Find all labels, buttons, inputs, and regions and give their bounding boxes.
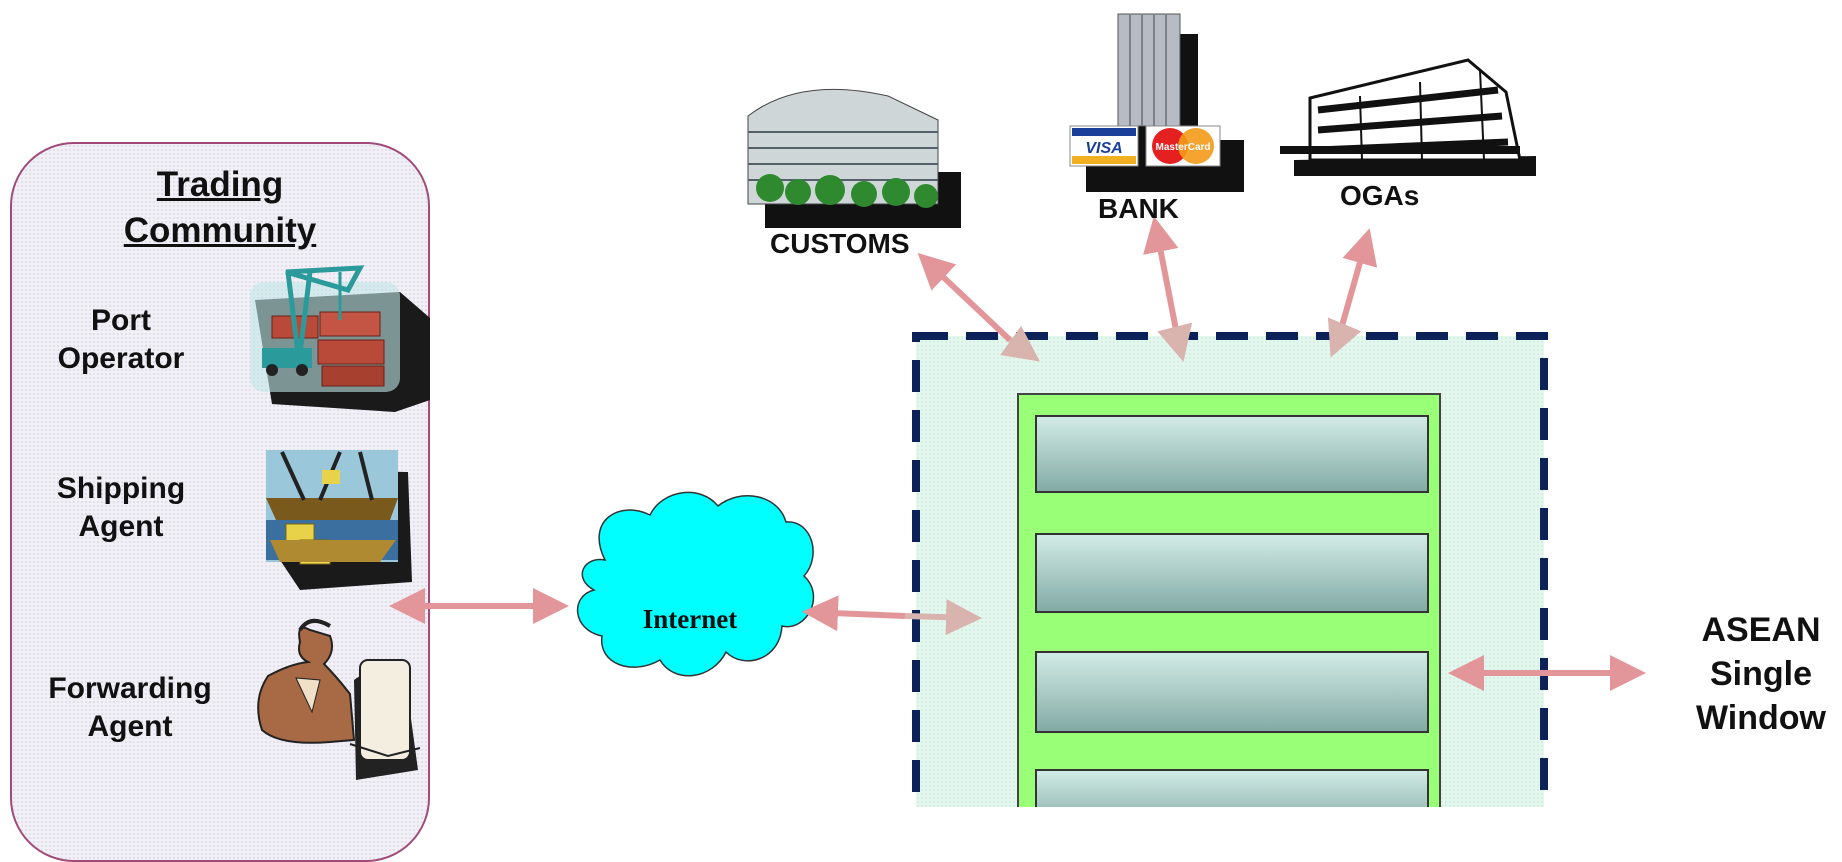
- businessman-computer-icon: [257, 618, 421, 780]
- bank-label: BANK: [1098, 193, 1179, 224]
- title-line-2: Community: [123, 211, 317, 250]
- party-label-line: Shipping: [56, 472, 186, 505]
- diagram-canvas: VISA MasterCard: [250, 13, 1646, 807]
- arrow-customs-head: [1000, 325, 1040, 362]
- asean-line-1: ASEAN: [1701, 611, 1821, 649]
- party-label-line: Forwarding: [48, 672, 212, 705]
- visa-card-text: VISA: [1085, 140, 1122, 157]
- arrow-ogas-head: [1327, 317, 1362, 358]
- bank-tower-icon: VISA MasterCard: [1069, 13, 1244, 192]
- system-module: [1035, 533, 1429, 613]
- asean-single-window-label: ASEAN Single Window: [1680, 608, 1842, 740]
- arrow-internet-single-window-head: [904, 599, 982, 636]
- system-module: [1035, 651, 1429, 733]
- arrow-customs: [917, 252, 1013, 343]
- internet-cloud: [577, 491, 815, 677]
- title-line-1: Trading: [156, 165, 284, 204]
- shipping-agent-label: Shipping Agent: [21, 470, 221, 546]
- arrow-internet-single-window: [802, 595, 906, 632]
- arrow-bank-head: [1157, 322, 1193, 362]
- arrow-bank: [1143, 216, 1181, 341]
- ship-loading-icon: [266, 450, 412, 590]
- customs-label: CUSTOMS: [770, 228, 910, 259]
- internet-label: Internet: [642, 604, 738, 634]
- party-label-line: Port: [91, 304, 151, 337]
- party-label-line: Operator: [57, 342, 185, 375]
- asean-line-2: Single: [1709, 655, 1813, 693]
- arrow-ogas: [1335, 228, 1378, 341]
- forwarding-agent-label: Forwarding Agent: [30, 670, 230, 746]
- system-module: [1035, 769, 1429, 807]
- ogas-label: OGAs: [1340, 180, 1420, 211]
- port-operator-label: Port Operator: [21, 302, 221, 378]
- office-building-icon: [1280, 58, 1536, 176]
- port-crane-icon: [250, 265, 430, 412]
- mastercard-card-text: MasterCard: [1155, 142, 1210, 153]
- asean-line-3: Window: [1696, 699, 1826, 737]
- party-label-line: Agent: [87, 710, 173, 743]
- customs-building-icon: [747, 88, 961, 228]
- system-module: [1035, 415, 1429, 493]
- trading-community-title: Trading Community: [60, 162, 380, 254]
- party-label-line: Agent: [78, 510, 164, 543]
